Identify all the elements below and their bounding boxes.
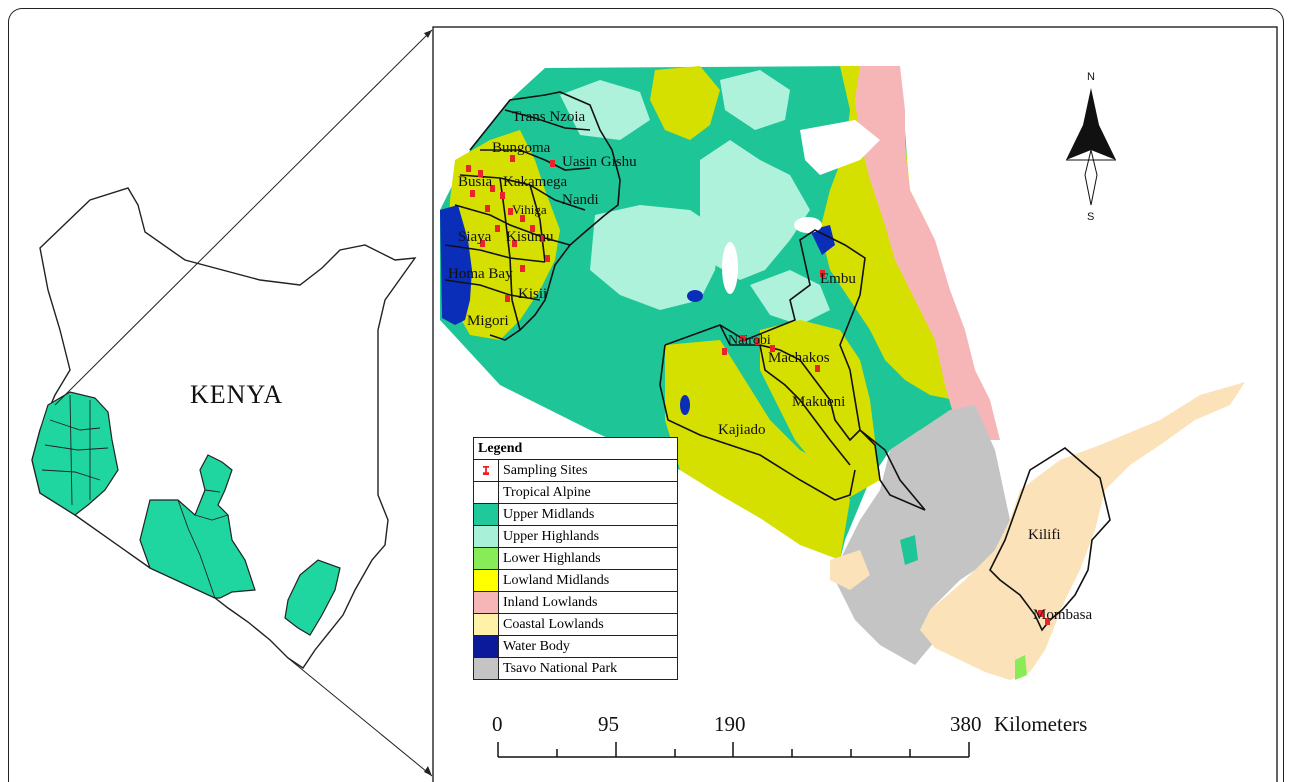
label-siaya: Siaya <box>458 229 492 245</box>
label-busia: Busia <box>458 174 493 190</box>
label-nandi: Nandi <box>562 192 599 208</box>
legend-swatch-tropical-alpine <box>473 481 499 504</box>
label-nairobi: Nairobi <box>728 333 771 348</box>
scale-unit: Kilometers <box>994 712 1088 736</box>
legend-swatch-coastal-lowlands <box>473 613 499 636</box>
legend-swatch-upper-midlands <box>473 503 499 526</box>
scale-bar <box>497 742 970 758</box>
label-bungoma: Bungoma <box>492 140 551 156</box>
central-counties <box>139 454 256 599</box>
scale-tick-380: 380 <box>950 712 982 736</box>
legend-item: Lowland Midlands <box>473 569 678 592</box>
legend-item: Water Body <box>473 635 678 658</box>
north-arrow: N S <box>1066 71 1116 223</box>
legend-swatch-lower-highlands <box>473 547 499 570</box>
label-trans-nzoia: Trans Nzoia <box>512 109 586 125</box>
legend: Legend Sampling Sites Tropical Alpine Up… <box>473 437 678 680</box>
legend-item: Lower Highlands <box>473 547 678 570</box>
label-migori: Migori <box>467 313 509 329</box>
legend-swatch-water-body <box>473 635 499 658</box>
compass-south-label: S <box>1087 211 1094 223</box>
label-kajiado: Kajiado <box>718 422 765 438</box>
legend-item: Coastal Lowlands <box>473 613 678 636</box>
label-kisii: Kisii <box>518 286 547 302</box>
scale-tick-0: 0 <box>492 712 503 736</box>
label-mombasa: Mombasa <box>1033 607 1093 623</box>
western-counties <box>31 391 119 516</box>
legend-swatch-tsavo-national-park <box>473 657 499 680</box>
scale-tick-190: 190 <box>714 712 746 736</box>
kenya-inset-map <box>31 29 433 777</box>
scale-tick-95: 95 <box>598 712 619 736</box>
sampling-site-pin-icon <box>483 466 489 475</box>
legend-swatch-inland-lowlands <box>473 591 499 614</box>
agro-zone-map <box>440 66 1245 680</box>
label-makueni: Makueni <box>792 394 845 410</box>
sampling-site-markers <box>466 155 1050 625</box>
legend-item: Inland Lowlands <box>473 591 678 614</box>
legend-title: Legend <box>473 437 678 460</box>
legend-item: Tsavo National Park <box>473 657 678 680</box>
legend-swatch-upper-highlands <box>473 525 499 548</box>
label-embu: Embu <box>820 271 856 287</box>
legend-item: Upper Highlands <box>473 525 678 548</box>
legend-item: Upper Midlands <box>473 503 678 526</box>
county-labels: Trans Nzoia Bungoma Uasin Gishu Busia Ka… <box>448 109 1093 623</box>
legend-item: Tropical Alpine <box>473 481 678 504</box>
label-uasin-gishu: Uasin Gishu <box>562 154 637 170</box>
legend-swatch-lowland-midlands <box>473 569 499 592</box>
label-kilifi: Kilifi <box>1028 527 1061 543</box>
county-boundaries <box>444 91 1111 632</box>
kenya-label: KENYA <box>190 380 284 409</box>
label-vihiga: Vihiga <box>512 202 547 217</box>
label-kakamega: Kakamega <box>503 174 567 190</box>
compass-north-label: N <box>1087 71 1095 83</box>
label-homa-bay: Homa Bay <box>448 266 513 282</box>
legend-swatch-sampling-sites <box>473 459 499 482</box>
legend-item: Sampling Sites <box>473 459 678 482</box>
label-kisumu: Kisumu <box>506 229 554 245</box>
figure-frame <box>8 8 1284 782</box>
label-machakos: Machakos <box>768 350 830 366</box>
coastal-counties <box>284 559 341 636</box>
